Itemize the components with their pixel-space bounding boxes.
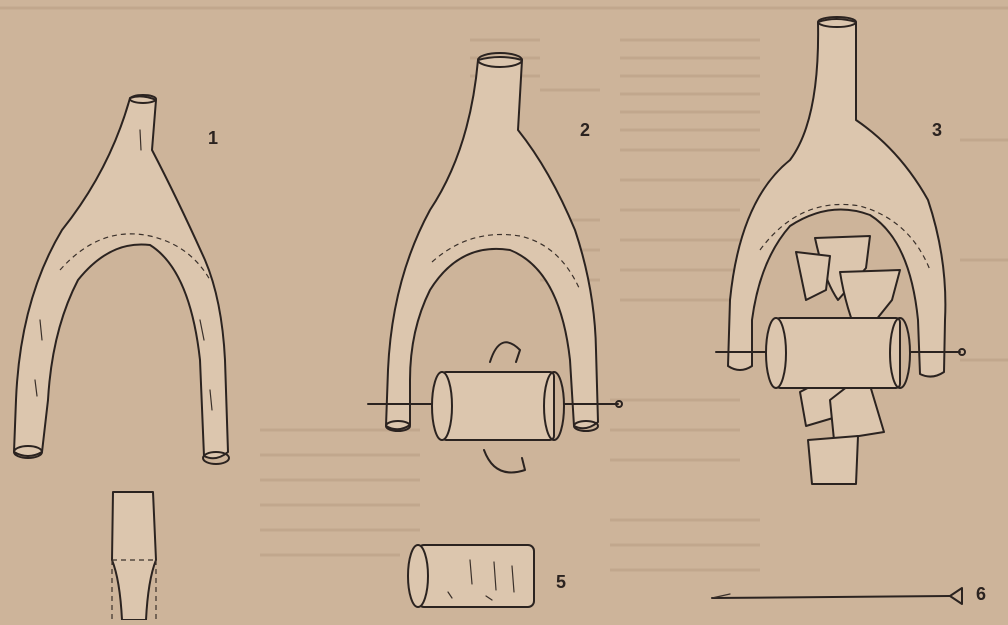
figure-1-label: 1 — [208, 128, 218, 149]
figure-1-forked-branch — [14, 95, 229, 464]
figure-6-pin — [712, 588, 962, 604]
figure-4-tapered-plug — [112, 492, 156, 620]
figure-6-label: 6 — [976, 584, 986, 605]
figure-3-label: 3 — [932, 120, 942, 141]
figure-5-cork-cylinder — [408, 545, 534, 607]
figure-3-branch-with-propeller — [716, 17, 965, 484]
figure-2-label: 2 — [580, 120, 590, 141]
figure-2-branch-with-cylinder — [368, 53, 622, 473]
figure-5-label: 5 — [556, 572, 566, 593]
